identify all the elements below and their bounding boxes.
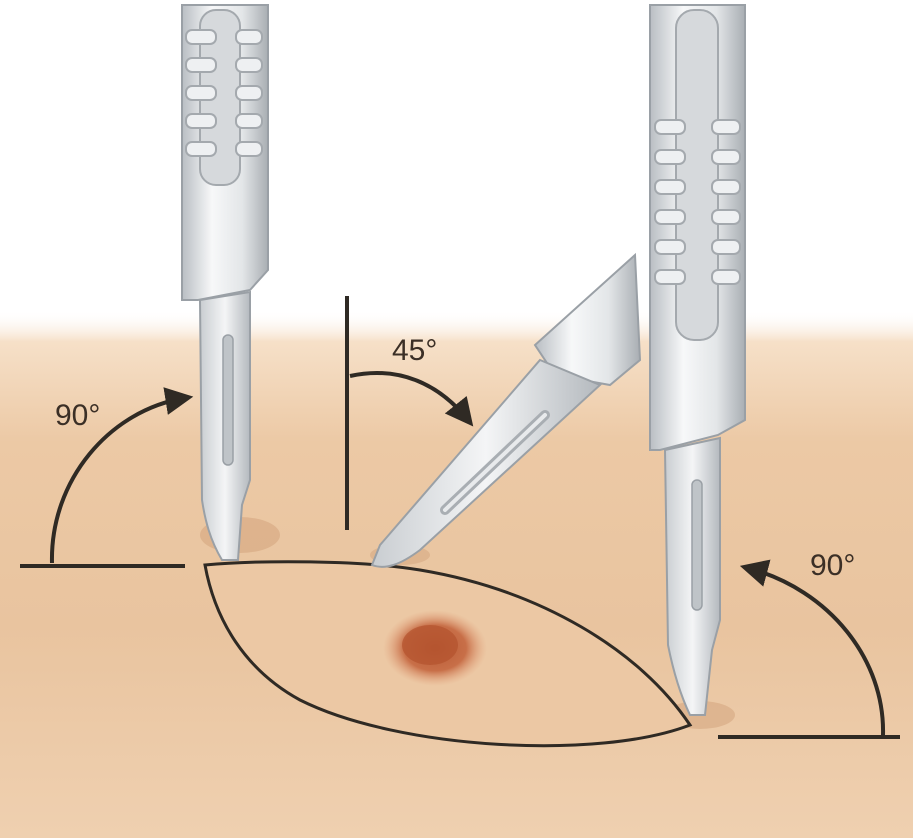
- lesion-center: [402, 625, 458, 665]
- middle-angle-label: 45°: [392, 334, 437, 367]
- left-angle-label: 90°: [55, 399, 100, 432]
- right-angle-label: 90°: [810, 549, 855, 582]
- skin-surface: [0, 310, 913, 838]
- left-blade-slot: [223, 335, 233, 465]
- right-blade-slot: [692, 480, 702, 610]
- right-handle-grip: [676, 10, 718, 340]
